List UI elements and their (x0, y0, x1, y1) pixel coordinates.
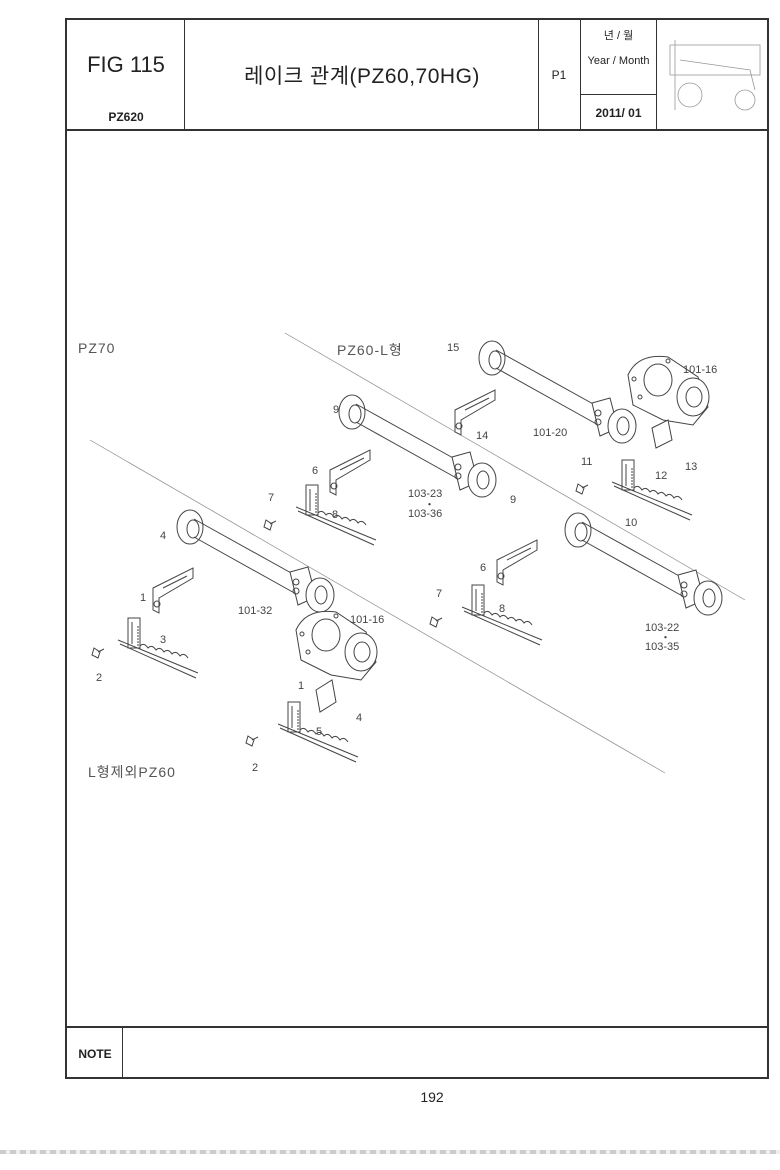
page-frame (65, 18, 769, 1079)
callout: 6 (312, 465, 319, 477)
callout: ・ (424, 499, 435, 511)
callout: 15 (447, 342, 460, 354)
callout: 103-22 (645, 622, 680, 634)
callout: 2 (96, 672, 103, 684)
callout: 14 (476, 430, 489, 442)
note-label: NOTE (78, 1047, 112, 1061)
header-bottom-divider (65, 129, 769, 131)
scan-edge (0, 1150, 780, 1154)
callout: 6 (480, 562, 487, 574)
callout: 9 (333, 404, 340, 416)
bracket-5 (315, 679, 337, 713)
group-label-pz70: PZ70 (78, 340, 116, 356)
year-month-label-en: Year / Month (587, 55, 650, 67)
header-divider (184, 18, 185, 130)
header-divider (580, 94, 657, 95)
callout: 11 (581, 456, 593, 468)
callout: 5 (316, 726, 323, 738)
separator-line (284, 332, 746, 601)
callout: 4 (356, 712, 363, 724)
callout: 101-16 (350, 614, 385, 626)
callout: 101-32 (238, 605, 273, 617)
callout: 12 (655, 470, 668, 482)
callout: 13 (685, 461, 698, 473)
callout: 103-23 (408, 488, 443, 500)
page-title: 레이크 관계(PZ60,70HG) (244, 65, 480, 88)
callout: 1 (140, 592, 147, 604)
callout: 101-20 (533, 427, 568, 439)
page-code: P1 (551, 68, 567, 82)
year-month-label-ko: 년 / 월 (603, 30, 634, 42)
callout: 3 (160, 634, 167, 646)
callout: 1 (298, 680, 305, 692)
figure-number: FIG 115 (87, 52, 165, 77)
callout: 101-16 (683, 364, 718, 376)
callout: 7 (436, 588, 443, 600)
group-label-pz60-excl-l: L형제외PZ60 (88, 764, 176, 780)
callout: 8 (332, 509, 339, 521)
callout: 103-35 (645, 641, 680, 653)
model-code: PZ620 (108, 110, 144, 124)
bracket-12 (651, 419, 673, 449)
group-label-pz60-l: PZ60-L형 (337, 342, 403, 358)
header-divider (538, 18, 539, 130)
callout: 2 (252, 762, 259, 774)
note-divider (65, 1026, 769, 1028)
callout: 103-36 (408, 508, 443, 520)
callout: 4 (160, 530, 167, 542)
header-divider (656, 18, 657, 130)
callout: 9 (510, 494, 517, 506)
separator-line (89, 439, 666, 774)
year-month-value: 2011/ 01 (595, 105, 642, 120)
callout: ・ (660, 632, 671, 644)
callout: 8 (499, 603, 506, 615)
page-number: 192 (420, 1089, 444, 1105)
header-divider (580, 18, 581, 130)
callout: 7 (268, 492, 275, 504)
note-divider (122, 1027, 123, 1079)
callout: 10 (625, 517, 638, 529)
